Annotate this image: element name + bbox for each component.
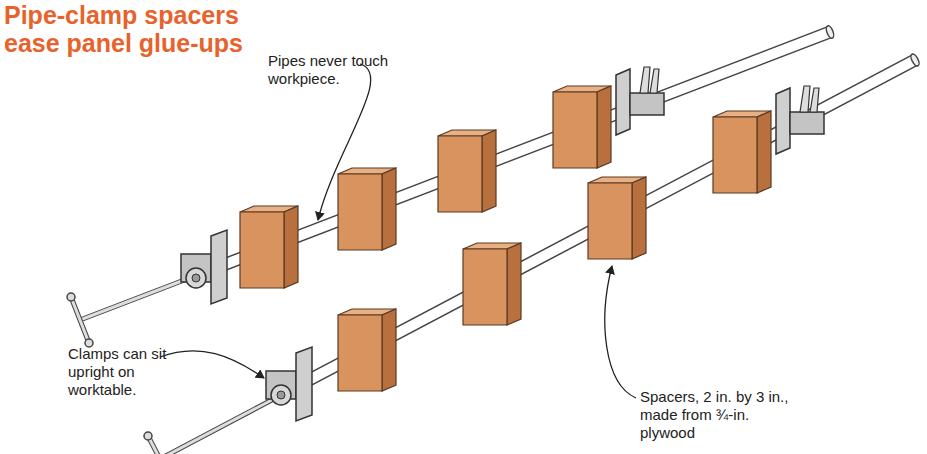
spacer-block bbox=[338, 309, 396, 391]
spacer-block bbox=[713, 111, 771, 193]
pipe bbox=[205, 25, 835, 272]
diagram-title: Pipe-clamp spacers ease panel glue-ups bbox=[4, 2, 274, 57]
spacer-block bbox=[338, 168, 396, 250]
tail-stop bbox=[776, 86, 824, 154]
spacer-block bbox=[553, 86, 611, 168]
spacer-block bbox=[240, 206, 298, 288]
clamp-head bbox=[266, 347, 312, 421]
clamp-head bbox=[181, 230, 227, 304]
leader-line bbox=[318, 64, 371, 220]
callout-note: Spacers, 2 in. by 3 in., made from ¾-in.… bbox=[640, 388, 790, 442]
tail-stop bbox=[616, 67, 664, 135]
clamp-screw bbox=[144, 393, 285, 454]
leader-line bbox=[160, 351, 264, 378]
clamp-screw bbox=[67, 274, 200, 347]
spacer-block bbox=[588, 177, 646, 259]
spacer-block bbox=[438, 130, 496, 212]
leader-line bbox=[605, 266, 636, 398]
callout-note: Clamps can sit upright on worktable. bbox=[68, 345, 186, 399]
spacer-block bbox=[463, 243, 521, 325]
callout-note: Pipes never touch workpiece. bbox=[268, 52, 418, 88]
